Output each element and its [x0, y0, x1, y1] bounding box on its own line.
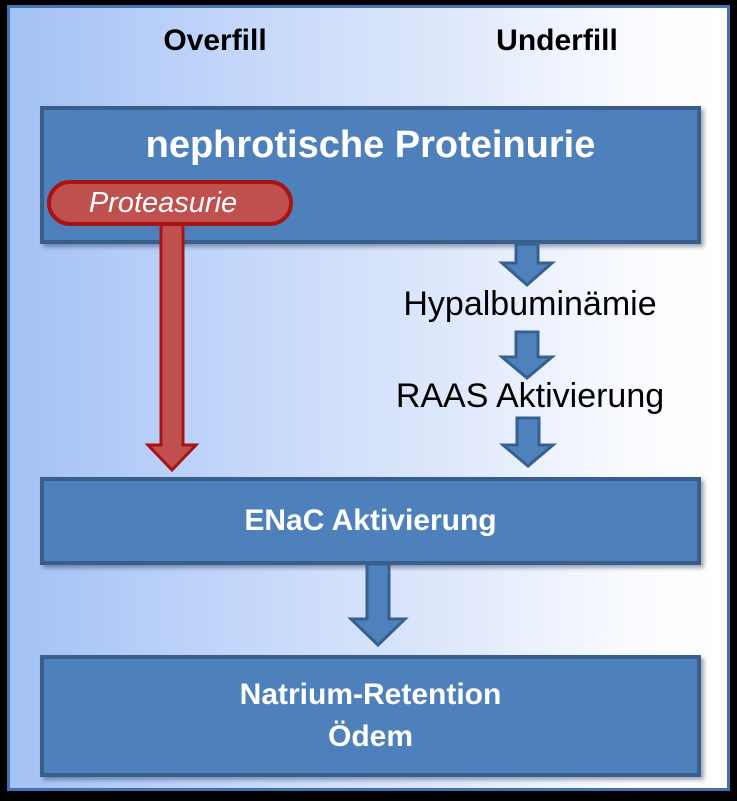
blue-down-arrow-icon-1: [498, 242, 556, 287]
red-down-arrow-icon: [144, 219, 200, 473]
blue-down-arrow-icon-2: [497, 330, 557, 380]
node-proteasurie: Proteasurie: [47, 180, 293, 226]
node-hypalbuminaemie: Hypalbuminämie: [403, 285, 657, 323]
node-enac-aktivierung-label: ENaC Aktivierung: [244, 504, 497, 537]
node-nephrotische-proteinurie-label: nephrotische Proteinurie: [145, 124, 596, 166]
blue-down-arrow-icon-4: [347, 562, 409, 648]
node-natrium-retention-line2: Ödem: [327, 720, 414, 753]
blue-down-arrow-icon-3: [498, 416, 558, 468]
node-enac-aktivierung: ENaC Aktivierung: [40, 477, 701, 565]
node-natrium-retention-line1: Natrium-Retention: [239, 678, 502, 711]
node-raas-aktivierung: RAAS Aktivierung: [395, 377, 665, 415]
column-label-underfill: Underfill: [496, 24, 618, 57]
node-natrium-retention: Natrium-Retention Ödem: [40, 655, 701, 777]
column-label-overfill: Overfill: [163, 24, 267, 57]
node-proteasurie-label: Proteasurie: [88, 186, 238, 219]
